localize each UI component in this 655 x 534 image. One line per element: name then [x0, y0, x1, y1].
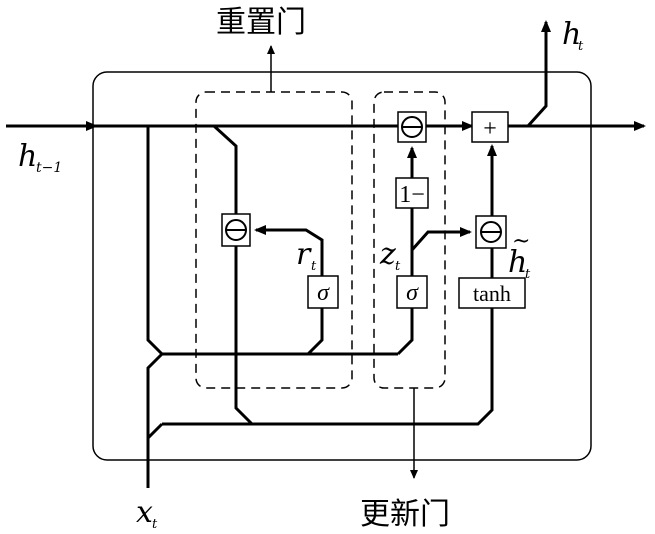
reset-gate-region — [195, 91, 353, 389]
svg-text:t: t — [395, 259, 401, 274]
bus-to-update-sigma — [396, 308, 414, 356]
svg-text:h: h — [18, 139, 37, 174]
svg-text:x: x — [136, 495, 153, 530]
update-sigma-symbol: σ — [406, 280, 419, 306]
x-mid-branch — [146, 352, 164, 438]
svg-text:t: t — [311, 259, 317, 274]
output-branch — [526, 20, 551, 128]
svg-text:h: h — [562, 17, 581, 52]
update-gate-label: 更新门 — [360, 497, 450, 532]
h-tilde-label: ~ h t — [508, 229, 531, 282]
svg-text:r: r — [296, 237, 312, 272]
cell-frame — [92, 71, 592, 461]
svg-text:~: ~ — [512, 229, 530, 254]
svg-text:z: z — [379, 237, 396, 272]
svg-text:t: t — [152, 517, 158, 532]
reset-mult-node — [221, 213, 251, 247]
hprev-down-branch — [146, 126, 164, 356]
z-t-label: z t — [379, 237, 401, 274]
update-gate-region — [373, 91, 446, 389]
x-input-line — [146, 422, 164, 488]
tanh-symbol: tanh — [473, 281, 511, 306]
r-t-label: r t — [296, 237, 317, 274]
candidate-mult-node — [475, 215, 507, 249]
h-t-label: h t — [562, 17, 584, 54]
svg-text:t: t — [578, 39, 584, 54]
bus-to-reset-sigma — [306, 308, 324, 356]
one-minus-symbol: 1− — [399, 182, 425, 208]
svg-text:t: t — [525, 267, 531, 282]
tanh-node: tanh — [458, 277, 526, 309]
zt-to-candidate-mult — [410, 227, 472, 251]
x-to-tanh-bus — [162, 308, 494, 426]
hprev-to-reset-mult — [212, 124, 238, 214]
svg-text:h: h — [508, 245, 527, 280]
plus-node: + — [471, 111, 509, 143]
plus-symbol: + — [483, 116, 497, 142]
reset-sigma-node: σ — [307, 275, 339, 309]
reset-mult-down — [234, 246, 254, 426]
svg-text:t−1: t−1 — [36, 160, 62, 176]
top-mult-node — [397, 111, 427, 143]
reset-sigma-symbol: σ — [317, 280, 330, 306]
update-sigma-node: σ — [396, 275, 428, 309]
reset-gate-label: 重置门 — [216, 5, 306, 40]
one-minus-node: 1− — [395, 177, 429, 209]
rt-path — [254, 225, 324, 276]
x-t-label: x t — [136, 495, 158, 532]
h-prev-label: h t−1 — [18, 139, 62, 176]
